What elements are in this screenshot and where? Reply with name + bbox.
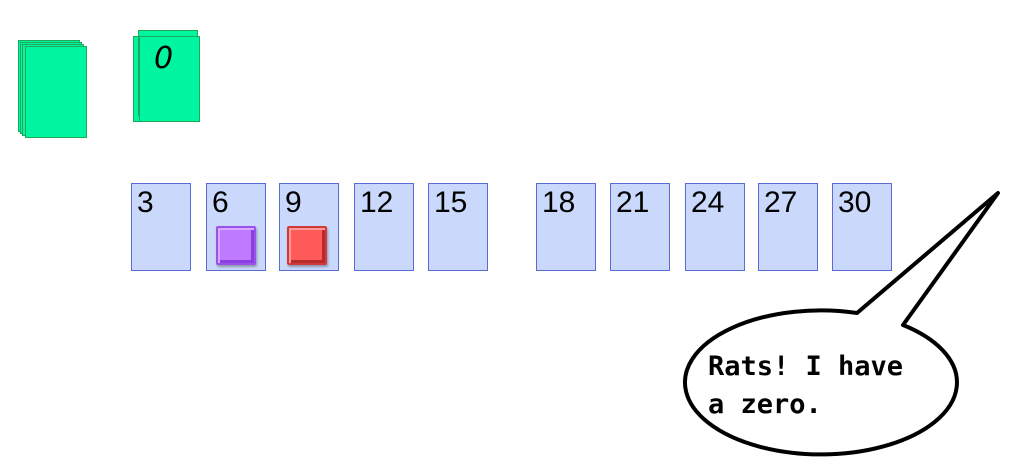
number-card-24[interactable]: 24	[685, 183, 745, 271]
number-card-value: 12	[360, 186, 394, 219]
purple-token[interactable]	[216, 226, 256, 265]
number-card-30[interactable]: 30	[832, 183, 892, 271]
number-card-value: 21	[616, 186, 650, 219]
number-card-12[interactable]: 12	[354, 183, 414, 271]
number-card-value: 3	[137, 186, 154, 219]
discard-top-card: 0	[139, 36, 200, 122]
number-card-value: 15	[434, 186, 468, 219]
draw-pile-card	[25, 46, 87, 138]
number-card-18[interactable]: 18	[536, 183, 596, 271]
speech-line-2: a zero.	[708, 389, 822, 420]
number-card-27[interactable]: 27	[758, 183, 818, 271]
speech-line-1: Rats! I have	[708, 351, 904, 382]
number-card-value: 9	[285, 186, 302, 219]
speech-bubble-outline	[682, 191, 1000, 457]
number-card-21[interactable]: 21	[610, 183, 670, 271]
red-token[interactable]	[287, 226, 327, 265]
number-card-value: 6	[212, 186, 229, 219]
number-card-3[interactable]: 3	[131, 183, 191, 271]
discard-top-card-value: 0	[154, 41, 174, 76]
number-card-value: 24	[691, 186, 725, 219]
number-card-15[interactable]: 15	[428, 183, 488, 271]
number-card-value: 30	[838, 186, 872, 219]
number-card-value: 18	[542, 186, 576, 219]
number-card-value: 27	[764, 186, 798, 219]
speech-bubble-text: Rats! I have a zero.	[708, 348, 948, 424]
